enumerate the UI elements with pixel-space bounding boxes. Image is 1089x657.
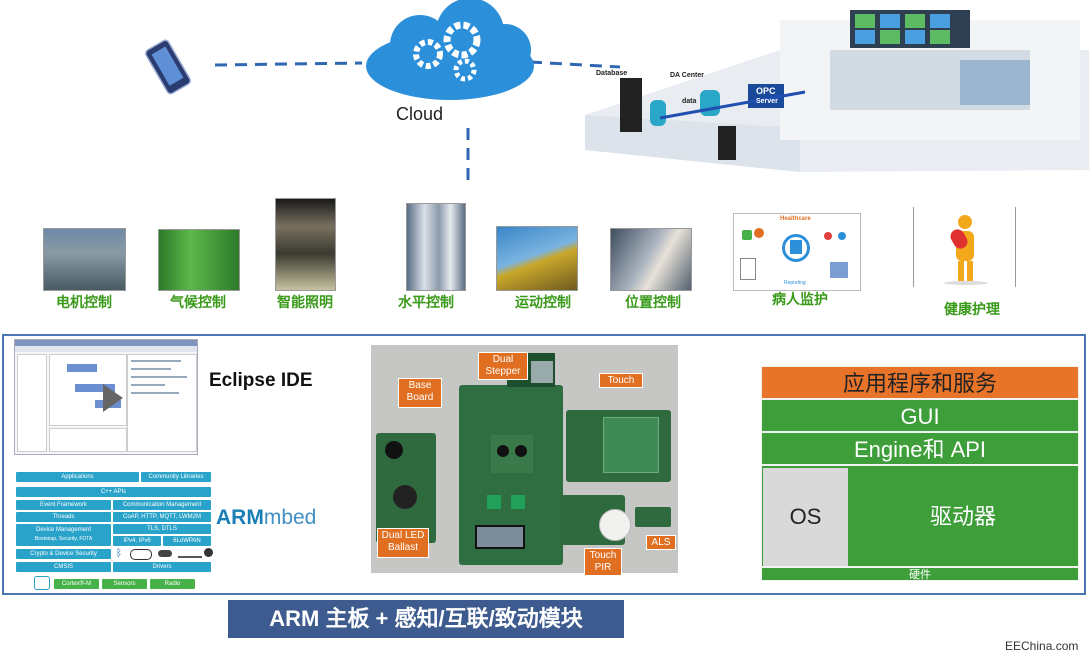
thread-icon — [204, 548, 213, 557]
mbed-threads: Threads — [16, 512, 111, 522]
tag-touch: Touch — [599, 373, 643, 388]
hospital-icon — [790, 240, 802, 254]
mbed-logo-text: mbed — [263, 506, 317, 529]
app-label-position: 位置控制 — [625, 294, 681, 310]
stack-hardware: 硬件 — [761, 567, 1079, 581]
mbed-crypto: Crypto & Device Security — [16, 549, 111, 559]
app-label-motion: 运动控制 — [515, 294, 571, 310]
mbed-comm: Communication Management — [113, 500, 211, 510]
position-control-photo — [610, 228, 692, 291]
wifi-icon — [130, 549, 152, 560]
phone-cloud-link — [214, 61, 363, 67]
tag-base-board: Base Board — [398, 378, 442, 408]
mbed-sensors: Sensors — [102, 579, 147, 589]
chip-icon — [34, 576, 50, 590]
bluetooth-icon: ᛒ — [116, 548, 122, 559]
zigbee-icon — [158, 550, 172, 557]
app-label-motor: 电机控制 — [56, 294, 112, 310]
stack-drivers: 驱动器 — [850, 468, 1076, 566]
stack-gui: GUI — [761, 399, 1079, 432]
mbed-lowpan: 6LoWPAN — [163, 536, 211, 546]
als-board — [635, 507, 671, 527]
tag-touch-pir: Touch PIR — [584, 548, 622, 576]
tag-dual-stepper: Dual Stepper — [478, 352, 528, 380]
server-label: Server — [756, 98, 778, 105]
motion-control-photo — [496, 226, 578, 291]
app-label-health: 健康护理 — [944, 301, 1000, 317]
mbed-community: Community Libraries — [141, 472, 211, 482]
wpan-icon — [178, 550, 202, 558]
stack-os: OS — [763, 468, 848, 566]
data-label: data — [682, 98, 697, 105]
cloud-label: Cloud — [396, 104, 444, 124]
app-label-level: 水平控制 — [398, 294, 454, 310]
mbed-cortex: Cortex®-M — [54, 579, 99, 589]
mbed-radio-icons: ᛒ — [114, 548, 213, 560]
mbed-event: Event Framework — [16, 500, 111, 510]
cloud-plant-link — [529, 60, 621, 69]
climate-control-photo — [158, 229, 240, 291]
mbed-drivers: Drivers — [113, 562, 211, 572]
reporting-label: Reporting — [784, 280, 806, 286]
level-control-photo — [406, 203, 466, 291]
smart-lighting-photo — [275, 198, 336, 291]
pir-dome-icon — [599, 509, 631, 541]
opc-label: OPC — [756, 86, 776, 96]
cloud-icon — [366, 0, 534, 100]
plant-illustration — [585, 10, 1089, 172]
mbed-cmsis: CMSIS — [16, 562, 111, 572]
app-label-lighting: 智能照明 — [277, 294, 333, 310]
arm-logo-text: ARM — [216, 506, 264, 529]
mbed-ipv: IPv4, IPv6 — [113, 536, 161, 546]
mbed-cpp-apis: C++ APIs — [16, 487, 211, 497]
mbed-device-sub: Bootstrap, Security, FOTA — [34, 536, 93, 542]
mbed-device-label: Device Management — [35, 527, 92, 533]
smartphone-icon — [144, 39, 192, 95]
mbed-coap: CoAP, HTTP, MQTT, LWM2M — [113, 512, 211, 522]
lcd-display — [475, 525, 525, 549]
tag-als: ALS — [646, 535, 676, 550]
eclipse-ide-screenshot — [14, 339, 198, 455]
mbed-tls: TLS, DTLS — [113, 524, 211, 534]
da-center-label: DA Center — [670, 72, 704, 79]
app-label-patient: 病人监护 — [772, 291, 828, 307]
app-label-climate: 气候控制 — [170, 294, 226, 310]
patient-monitoring-diagram: Healthcare Reporting — [733, 213, 861, 291]
stack-engine: Engine和 API — [761, 432, 1079, 465]
stack-services: 应用程序和服务 — [761, 366, 1079, 399]
tag-dual-led: Dual LED Ballast — [377, 528, 429, 558]
mbed-device-mgmt: Device Management Bootstrap, Security, F… — [16, 524, 111, 546]
connection-diagram — [144, 0, 1089, 188]
title-banner: ARM 主板 + 感知/互联/致动模块 — [228, 600, 624, 638]
database-label: Database — [596, 70, 628, 77]
eclipse-ide-label: Eclipse IDE — [209, 370, 313, 391]
mbed-radio: Radio — [150, 579, 195, 589]
eechina-watermark: EEChina.com — [1005, 639, 1079, 653]
arm-mbed-logo: ARMmbed — [216, 506, 316, 530]
person-icon — [958, 215, 972, 229]
healthcare-title: Healthcare — [780, 216, 811, 222]
motor-control-photo — [43, 228, 126, 291]
mbed-applications: Applications — [16, 472, 139, 482]
health-care-figure — [913, 207, 1016, 287]
